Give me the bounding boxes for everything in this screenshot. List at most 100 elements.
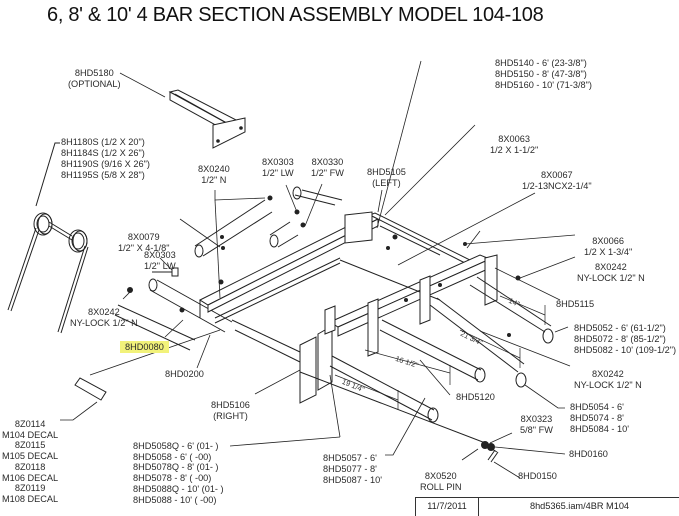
- bar-option: 8HD5087 - 10': [323, 475, 382, 485]
- part-desc: NY-LOCK 1/2" N: [574, 380, 642, 390]
- part-desc: 1/2-13NCX2-1/4": [522, 181, 592, 191]
- part-desc: 1/2 X 1-1/2": [490, 145, 539, 155]
- drawing-file: 8hd5365.iam/4BR M104: [529, 501, 630, 511]
- part-desc: 1/2" LW: [262, 168, 294, 178]
- label-8hd5180: 8HD5180 (OPTIONAL): [68, 68, 121, 90]
- part-number: 8X0079: [127, 232, 160, 242]
- bar-option: 8HD5052 - 6' (61-1/2"): [574, 323, 666, 333]
- part-desc: (LEFT): [372, 178, 401, 188]
- label-8hd5105: 8HD5105 (LEFT): [367, 167, 406, 189]
- bar-option: 8HD5082 - 10' (109-1/2"): [574, 345, 677, 355]
- title-block: 11/7/2011 8hd5365.iam/4BR M104: [415, 497, 679, 516]
- part-desc: ROLL PIN: [420, 482, 462, 492]
- part-desc: 1/2" X 4-1/8": [118, 243, 170, 253]
- part-number: 8HD5106: [211, 400, 250, 410]
- label-8hd0200: 8HD0200: [165, 369, 204, 380]
- label-8x0330: 8X0330 1/2" FW: [311, 157, 344, 179]
- leader-lines: [60, 60, 576, 479]
- bar-option: 8HD5057 - 6': [323, 453, 377, 463]
- label-8hd5115: 8HD5115: [556, 299, 594, 310]
- label-8hd5106: 8HD5106 (RIGHT): [211, 400, 250, 422]
- decal-part-number: 8Z0119: [14, 483, 46, 494]
- label-8x0067: 8X0067 1/2-13NCX2-1/4": [522, 170, 592, 192]
- bar-option: 8HD5140 - 6' (23-3/8"): [495, 58, 587, 68]
- decal-drawing: [74, 377, 107, 401]
- part-number: 8X0242: [592, 369, 624, 379]
- label-8hd5058: 8HD5058Q - 6' (01- ) 8HD5058 - 6' ( -00)…: [133, 441, 224, 505]
- highlighted-part-number: 8HD0080: [120, 341, 169, 353]
- label-8hd0160: 8HD0160: [569, 449, 608, 460]
- spring-tines-drawing: [7, 212, 89, 334]
- part-number: 8HD0200: [165, 369, 204, 379]
- label-8hd5057: 8HD5057 - 6' 8HD5077 - 8' 8HD5087 - 10': [323, 453, 382, 486]
- part-number: 8X0063: [498, 134, 530, 144]
- label-8x0520: 8X0520 ROLL PIN: [420, 471, 462, 493]
- label-8hd0150: 8HD0150: [518, 471, 557, 482]
- bar-option: 8HD5074 - 8': [570, 413, 624, 423]
- bar-option: 8HD5078 - 8' ( -00): [133, 473, 212, 484]
- page-title: 6, 8' & 10' 4 BAR SECTION ASSEMBLY MODEL…: [47, 4, 544, 26]
- part-number: 8HD0160: [569, 449, 608, 459]
- part-desc: 5/8" FW: [520, 425, 553, 435]
- label-8hd5052: 8HD5052 - 6' (61-1/2") 8HD5072 - 8' (85-…: [574, 323, 676, 356]
- tine-option: 8H1195S (5/8 X 28"): [61, 170, 145, 180]
- part-desc: 1/2 X 1-3/4": [584, 247, 633, 257]
- part-desc: 1/2" FW: [311, 168, 344, 178]
- part-desc: NY-LOCK 1/2" N: [577, 273, 645, 283]
- part-number: 8X0240: [198, 164, 230, 174]
- label-8x0303-left: 8X0303 1/2" LW: [144, 250, 176, 272]
- optional-bracket-drawing: [168, 89, 246, 149]
- bar-option: 8HD5088 - 10' ( -00): [133, 494, 217, 505]
- right-frame: [299, 275, 431, 404]
- fasteners: [127, 195, 521, 451]
- label-8x0303-top: 8X0303 1/2" LW: [262, 157, 294, 179]
- bar-option: 8HD5058Q - 6' (01- ): [133, 441, 219, 451]
- bar-option: 8HD5077 - 8': [323, 464, 377, 474]
- decal-desc: M106 DECAL: [2, 472, 59, 483]
- part-number: 8X0067: [540, 170, 573, 180]
- part-number: 8X0242: [595, 262, 627, 272]
- label-main-bar: 8HD5140 - 6' (23-3/8") 8HD5150 - 8' (47-…: [495, 58, 592, 91]
- label-8x0242-upper: 8X0242 NY-LOCK 1/2" N: [577, 262, 645, 284]
- tine-option: 8H1190S (9/16 X 26"): [61, 159, 150, 169]
- part-desc: (RIGHT): [213, 411, 248, 421]
- bar-option: 8HD5058 - 6' ( -00): [133, 451, 212, 462]
- bar-option: 8HD5072 - 8' (85-1/2"): [574, 334, 666, 344]
- part-number: 8X0303: [262, 157, 294, 167]
- label-8hd5120: 8HD5120: [456, 392, 495, 403]
- tine-option: 8H1180S (1/2 X 20"): [61, 137, 145, 147]
- bar-option: 8HD5088Q - 10' (01- ): [133, 483, 224, 494]
- main-frame: [198, 211, 498, 337]
- decal-desc: M108 DECAL: [2, 493, 59, 504]
- label-8x0240: 8X0240 1/2" N: [198, 164, 230, 186]
- label-8x0079: 8X0079 1/2" X 4-1/8": [118, 232, 169, 254]
- bar-option: 8HD5150 - 8' (47-3/8"): [495, 69, 587, 79]
- part-number: 8HD5120: [456, 392, 495, 402]
- label-8x0063: 8X0063 1/2 X 1-1/2": [490, 134, 538, 156]
- tine-option: 8H1184S (1/2 X 26"): [61, 148, 145, 158]
- part-desc: (OPTIONAL): [68, 79, 121, 89]
- label-8hd0080: 8HD0080: [120, 341, 169, 353]
- decal-part-number: 8Z0115: [14, 440, 46, 451]
- decal-part-number: 8Z0114: [14, 419, 46, 429]
- decal-part-number: 8Z0118: [14, 461, 46, 472]
- part-number: 8X0330: [311, 157, 344, 167]
- part-number: 8X0242: [88, 307, 120, 317]
- part-number: 8X0520: [424, 471, 457, 481]
- part-number: 8X0323: [520, 414, 553, 424]
- label-8x0242-left: 8X0242 NY-LOCK 1/2" N: [70, 307, 138, 329]
- part-number: 8HD5105: [367, 167, 406, 177]
- label-8x0323: 8X0323 5/8" FW: [520, 414, 553, 436]
- part-number: 8HD5115: [556, 299, 595, 309]
- part-desc: 1/2" LW: [144, 261, 176, 271]
- bar-option: 8HD5078Q - 8' (01- ): [133, 462, 219, 473]
- bar-option: 8HD5160 - 10' (71-3/8"): [495, 80, 592, 90]
- label-8x0242-lower: 8X0242 NY-LOCK 1/2" N: [574, 369, 642, 391]
- part-number: 8X0066: [592, 236, 624, 246]
- back-tubes: [194, 186, 343, 258]
- label-decals: 8Z0114 M104 DECAL 8Z0115 M105 DECAL 8Z01…: [2, 419, 58, 505]
- decal-desc: M105 DECAL: [2, 451, 59, 462]
- bar-option: 8HD5054 - 6': [570, 402, 624, 412]
- label-8hd5054: 8HD5054 - 6' 8HD5074 - 8' 8HD5084 - 10': [570, 402, 629, 435]
